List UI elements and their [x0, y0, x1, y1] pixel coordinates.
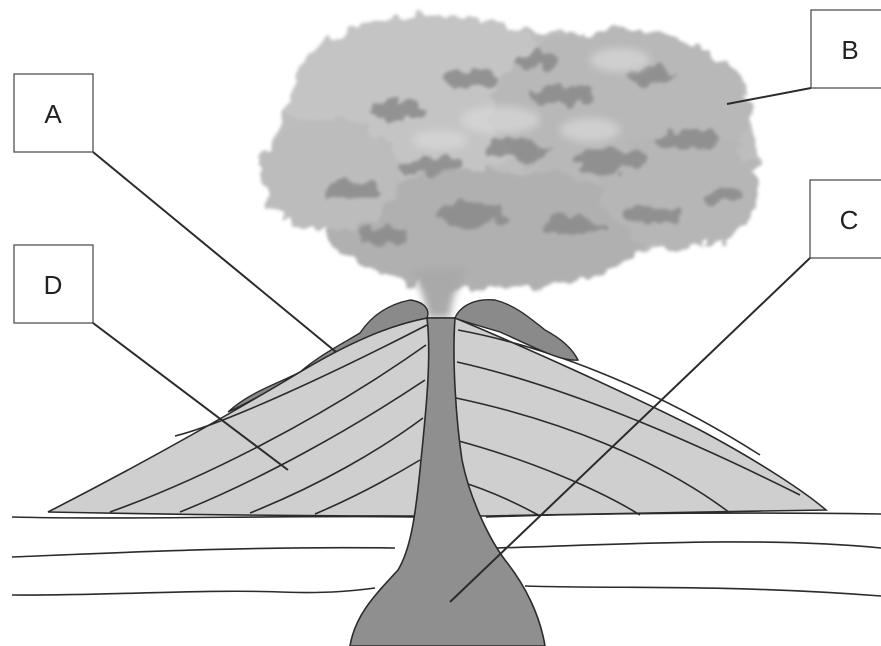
label-a: A	[44, 99, 62, 129]
label-box-a: A	[14, 74, 93, 152]
label-c: C	[840, 205, 859, 235]
label-box-c: C	[810, 180, 881, 258]
label-box-d: D	[14, 245, 93, 323]
label-box-b: B	[811, 10, 881, 88]
label-b: B	[841, 35, 858, 65]
ash-cloud	[260, 15, 760, 318]
label-d: D	[44, 270, 63, 300]
